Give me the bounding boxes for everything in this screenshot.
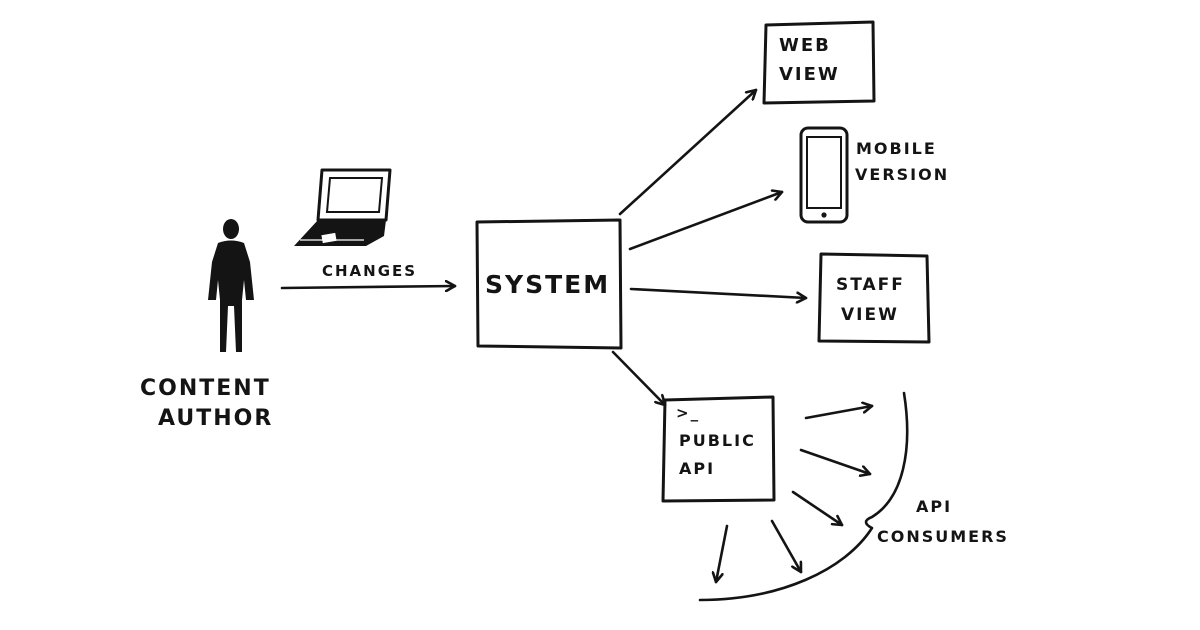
api-consumers-label-line1: API	[916, 497, 952, 516]
arrow-to-web-view	[618, 88, 758, 216]
public-api-node	[661, 395, 776, 503]
changes-label: CHANGES	[322, 262, 417, 280]
api-consumer-arrow-2	[799, 448, 872, 474]
author-head	[223, 219, 239, 239]
staff-view-label-line2: VIEW	[841, 305, 899, 325]
web-view-label-line1: WEB	[779, 35, 831, 56]
author-label-line1: CONTENT	[140, 376, 271, 401]
staff-view-label-line1: STAFF	[836, 275, 905, 295]
content-author-figure	[208, 219, 254, 352]
api-consumer-arrow-1	[804, 406, 874, 420]
changes-arrow	[280, 286, 457, 288]
system-label: SYSTEM	[485, 270, 610, 299]
api-consumer-arrow-5	[716, 524, 729, 584]
laptop-icon	[294, 168, 392, 246]
api-consumer-arrow-3	[791, 490, 844, 527]
public-api-prompt: >_	[676, 404, 700, 422]
public-api-label-line1: PUBLIC	[679, 431, 756, 450]
mobile-version-label-line2: VERSION	[855, 165, 949, 184]
api-consumers-brace	[698, 391, 909, 602]
api-consumers-label-line2: CONSUMERS	[877, 527, 1009, 546]
api-consumer-arrow-4	[770, 519, 803, 574]
author-body	[208, 240, 254, 352]
staff-view-node	[817, 252, 931, 344]
system-node	[475, 218, 623, 350]
web-view-node	[762, 20, 876, 105]
mobile-phone-icon	[799, 126, 849, 224]
public-api-label-line2: API	[679, 459, 715, 478]
arrow-to-public-api	[611, 350, 667, 407]
web-view-label-line2: VIEW	[779, 64, 840, 85]
arrow-to-mobile-version	[628, 192, 784, 251]
author-label-line2: AUTHOR	[158, 406, 273, 431]
arrow-to-staff-view	[629, 287, 808, 298]
mobile-version-label-line1: MOBILE	[856, 139, 937, 158]
